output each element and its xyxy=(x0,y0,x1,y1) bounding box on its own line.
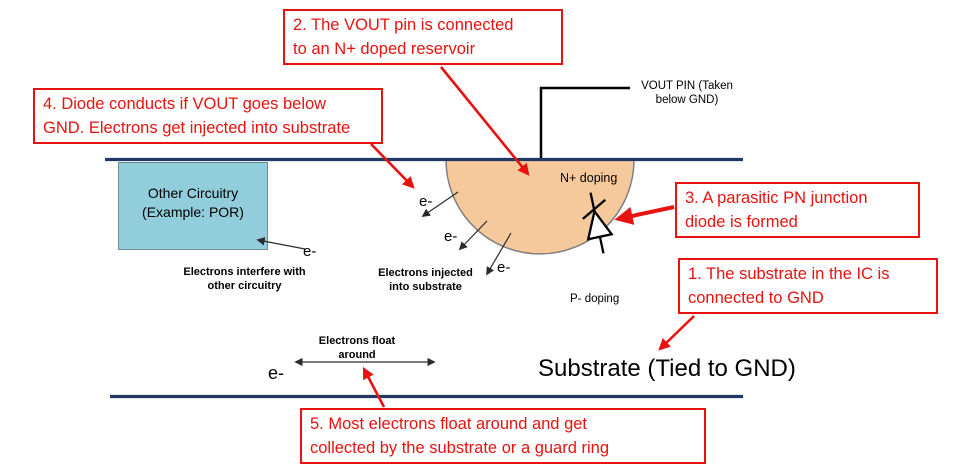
diode-symbol-icon xyxy=(582,192,614,254)
callout5-arrow xyxy=(362,366,386,408)
other-circuitry-box xyxy=(118,162,268,250)
electrons-float-caption: Electrons float around xyxy=(318,335,396,361)
callout-4-line1: 4. Diode conducts if VOUT goes below xyxy=(43,95,327,113)
vout-pin-wire xyxy=(539,86,630,159)
p-doping-label: P- doping xyxy=(570,293,620,305)
callout-5-line1: 5. Most electrons float around and get xyxy=(310,415,588,433)
diode-lead xyxy=(589,192,605,254)
vout-pin-label-line1: VOUT PIN (Taken xyxy=(641,80,733,92)
callout-1: 1. The substrate in the IC is connected … xyxy=(678,258,938,314)
other-circuitry-label-line2: (Example: POR) xyxy=(142,204,244,220)
callout4-arrow xyxy=(370,143,415,189)
substrate-label: Substrate (Tied to GND) xyxy=(538,355,796,382)
callout-2-line1: 2. The VOUT pin is connected xyxy=(293,16,514,34)
electron-symbol-2: e- xyxy=(444,228,458,245)
callout3-arrow xyxy=(614,205,675,225)
electron-symbol-3: e- xyxy=(497,259,511,276)
callout-4-line2: GND. Electrons get injected into substra… xyxy=(43,119,351,137)
other-circuitry-label: Other Circuitry (Example: POR) xyxy=(118,184,268,222)
vout-pin-label-line2: below GND) xyxy=(655,94,719,106)
callout-3: 3. A parasitic PN junction diode is form… xyxy=(675,182,920,238)
electron-symbol-1: e- xyxy=(419,193,433,210)
electron-arrow-2 xyxy=(458,220,488,251)
callout-1-line2: connected to GND xyxy=(688,289,824,307)
electrons-interfere-caption: Electrons interfere with other circuitry xyxy=(183,266,306,292)
callout-3-line1: 3. A parasitic PN junction xyxy=(685,189,868,207)
callout-5-line2: collected by the substrate or a guard ri… xyxy=(310,439,610,457)
n-doping-label: N+ doping xyxy=(560,171,618,185)
electrons-injected-caption: Electrons injected into substrate xyxy=(378,267,473,293)
callout-3-line2: diode is formed xyxy=(685,213,798,231)
callout-2-line2: to an N+ doped reservoir xyxy=(293,40,476,58)
electron-symbol-near-circuitry: e- xyxy=(303,243,317,260)
callout2-arrow xyxy=(439,66,530,176)
callout-5: 5. Most electrons float around and get c… xyxy=(300,408,706,464)
callout1-arrow xyxy=(658,315,695,351)
callout-2: 2. The VOUT pin is connected to an N+ do… xyxy=(283,9,563,65)
electron-symbol-floating: e- xyxy=(268,363,285,383)
other-circuitry-label-line1: Other Circuitry xyxy=(147,185,239,201)
diode-cathode-bar xyxy=(582,198,607,220)
vout-pin-label: VOUT PIN (Taken below GND) xyxy=(628,79,746,107)
callout-1-line1: 1. The substrate in the IC is xyxy=(688,265,890,283)
callout-4: 4. Diode conducts if VOUT goes below GND… xyxy=(33,88,383,144)
diode-triangle xyxy=(586,208,614,241)
